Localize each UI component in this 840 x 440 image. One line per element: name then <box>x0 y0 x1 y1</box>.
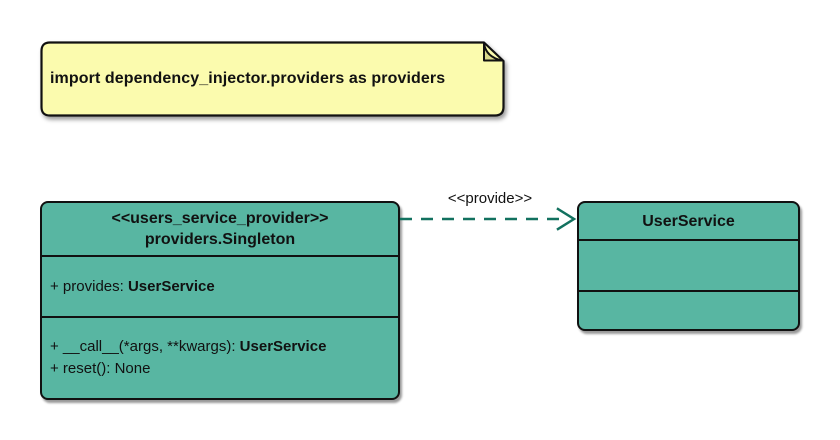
note-fold-icon <box>483 42 503 62</box>
provide-arrow-icon <box>400 207 577 231</box>
class-userservice: UserService <box>577 201 800 331</box>
class-attributes: + provides: UserService <box>42 255 398 316</box>
class-stereotype: <<users_service_provider>> <box>111 210 329 227</box>
class-methods: + __call__(*args, **kwargs): UserService… <box>42 316 398 398</box>
note-shape <box>40 41 505 117</box>
class-providers-singleton: <<users_service_provider>> providers.Sin… <box>40 201 400 400</box>
class-name: providers.Singleton <box>144 231 296 248</box>
note-text: import dependency_injector.providers as … <box>50 70 446 87</box>
provide-arrow-label: <<provide>> <box>447 190 533 207</box>
class-name: UserService <box>642 212 735 230</box>
attribute-provides: + provides: UserService <box>50 277 215 295</box>
method-reset: + reset(): None <box>50 360 151 377</box>
class-header: <<users_service_provider>> providers.Sin… <box>42 203 398 255</box>
note-import: import dependency_injector.providers as … <box>40 41 505 117</box>
class-methods-empty <box>579 290 798 329</box>
class-attributes-empty <box>579 239 798 290</box>
method-call: + __call__(*args, **kwargs): UserService <box>50 338 327 355</box>
